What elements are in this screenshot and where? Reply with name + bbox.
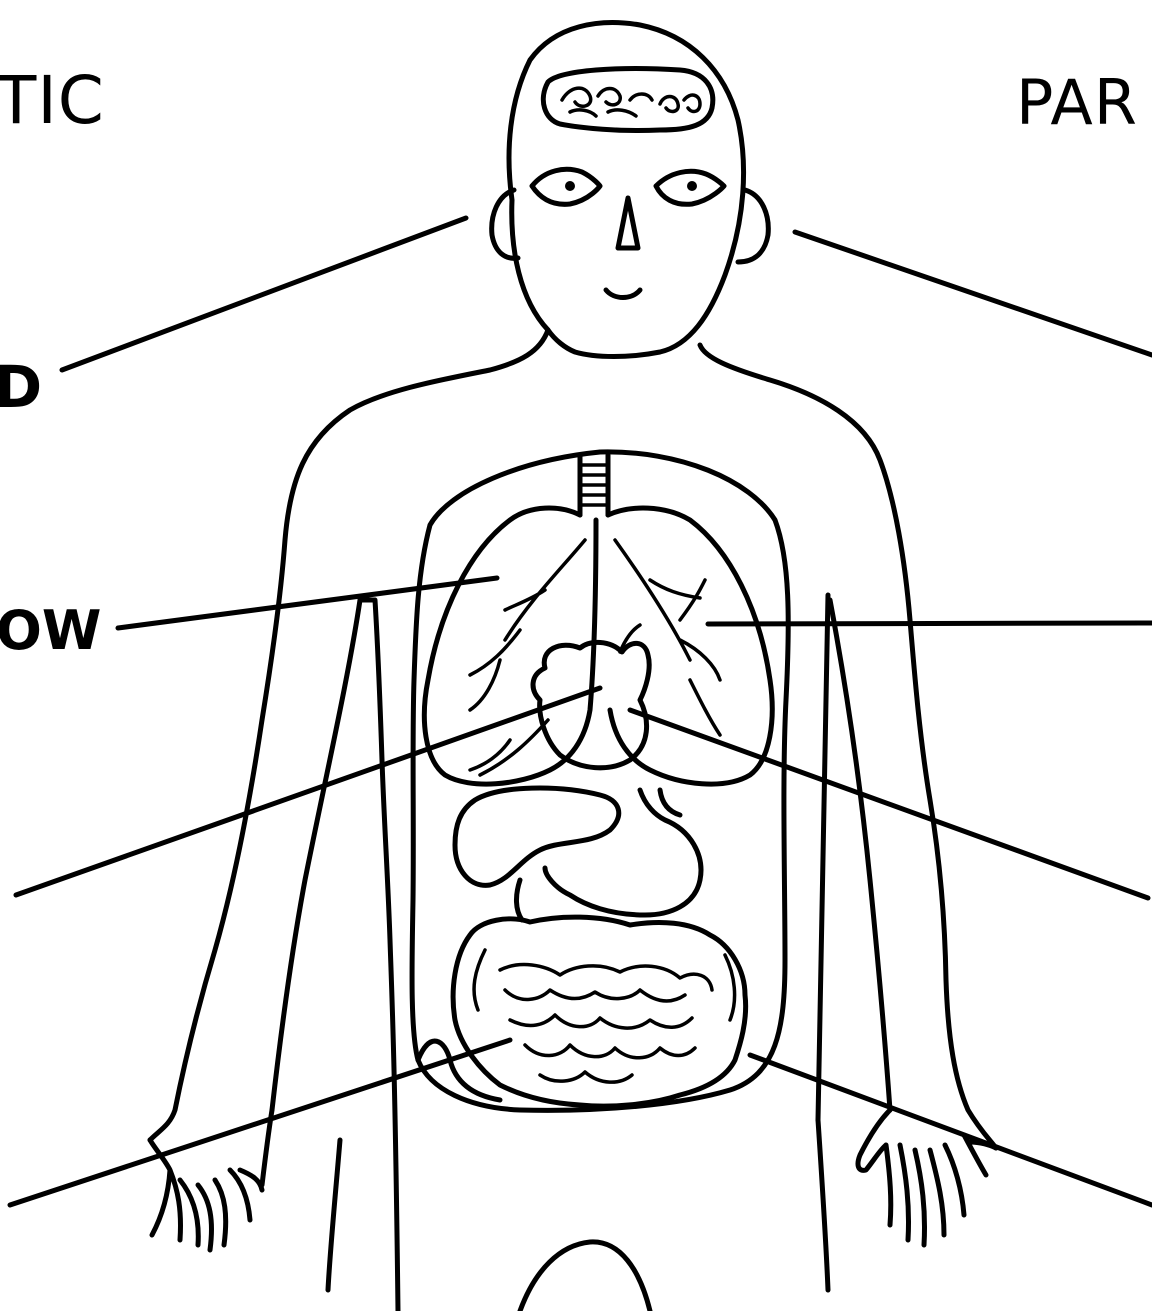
torso-outline xyxy=(150,330,996,1311)
intestines xyxy=(453,917,746,1106)
trachea xyxy=(580,455,608,515)
stomach-liver xyxy=(455,788,701,920)
head xyxy=(492,23,769,357)
